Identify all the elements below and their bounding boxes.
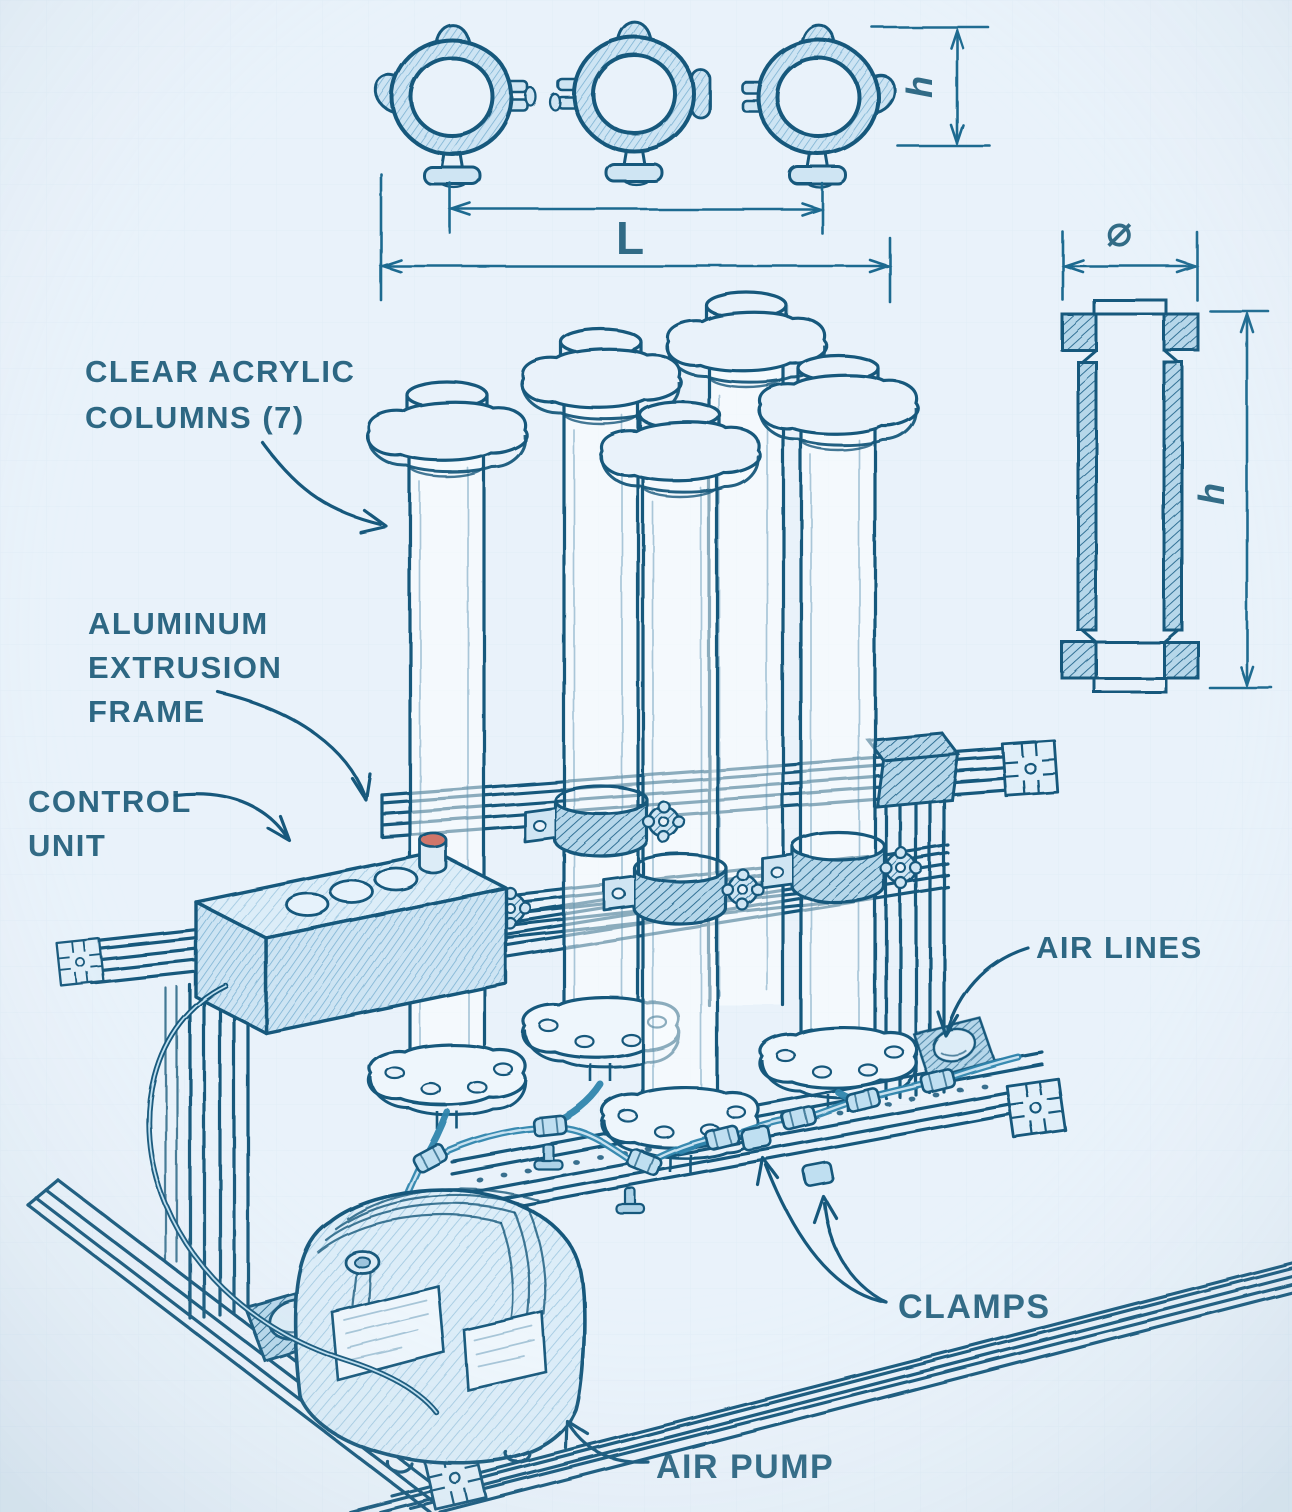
technical-drawing: CLEAR ACRYLIC COLUMNS (7) ALUMINUM EXTRU…	[0, 0, 1292, 1512]
blueprint-sketch-page: CLEAR ACRYLIC COLUMNS (7) ALUMINUM EXTRU…	[0, 0, 1292, 1512]
photo-vignette	[0, 0, 1292, 1512]
